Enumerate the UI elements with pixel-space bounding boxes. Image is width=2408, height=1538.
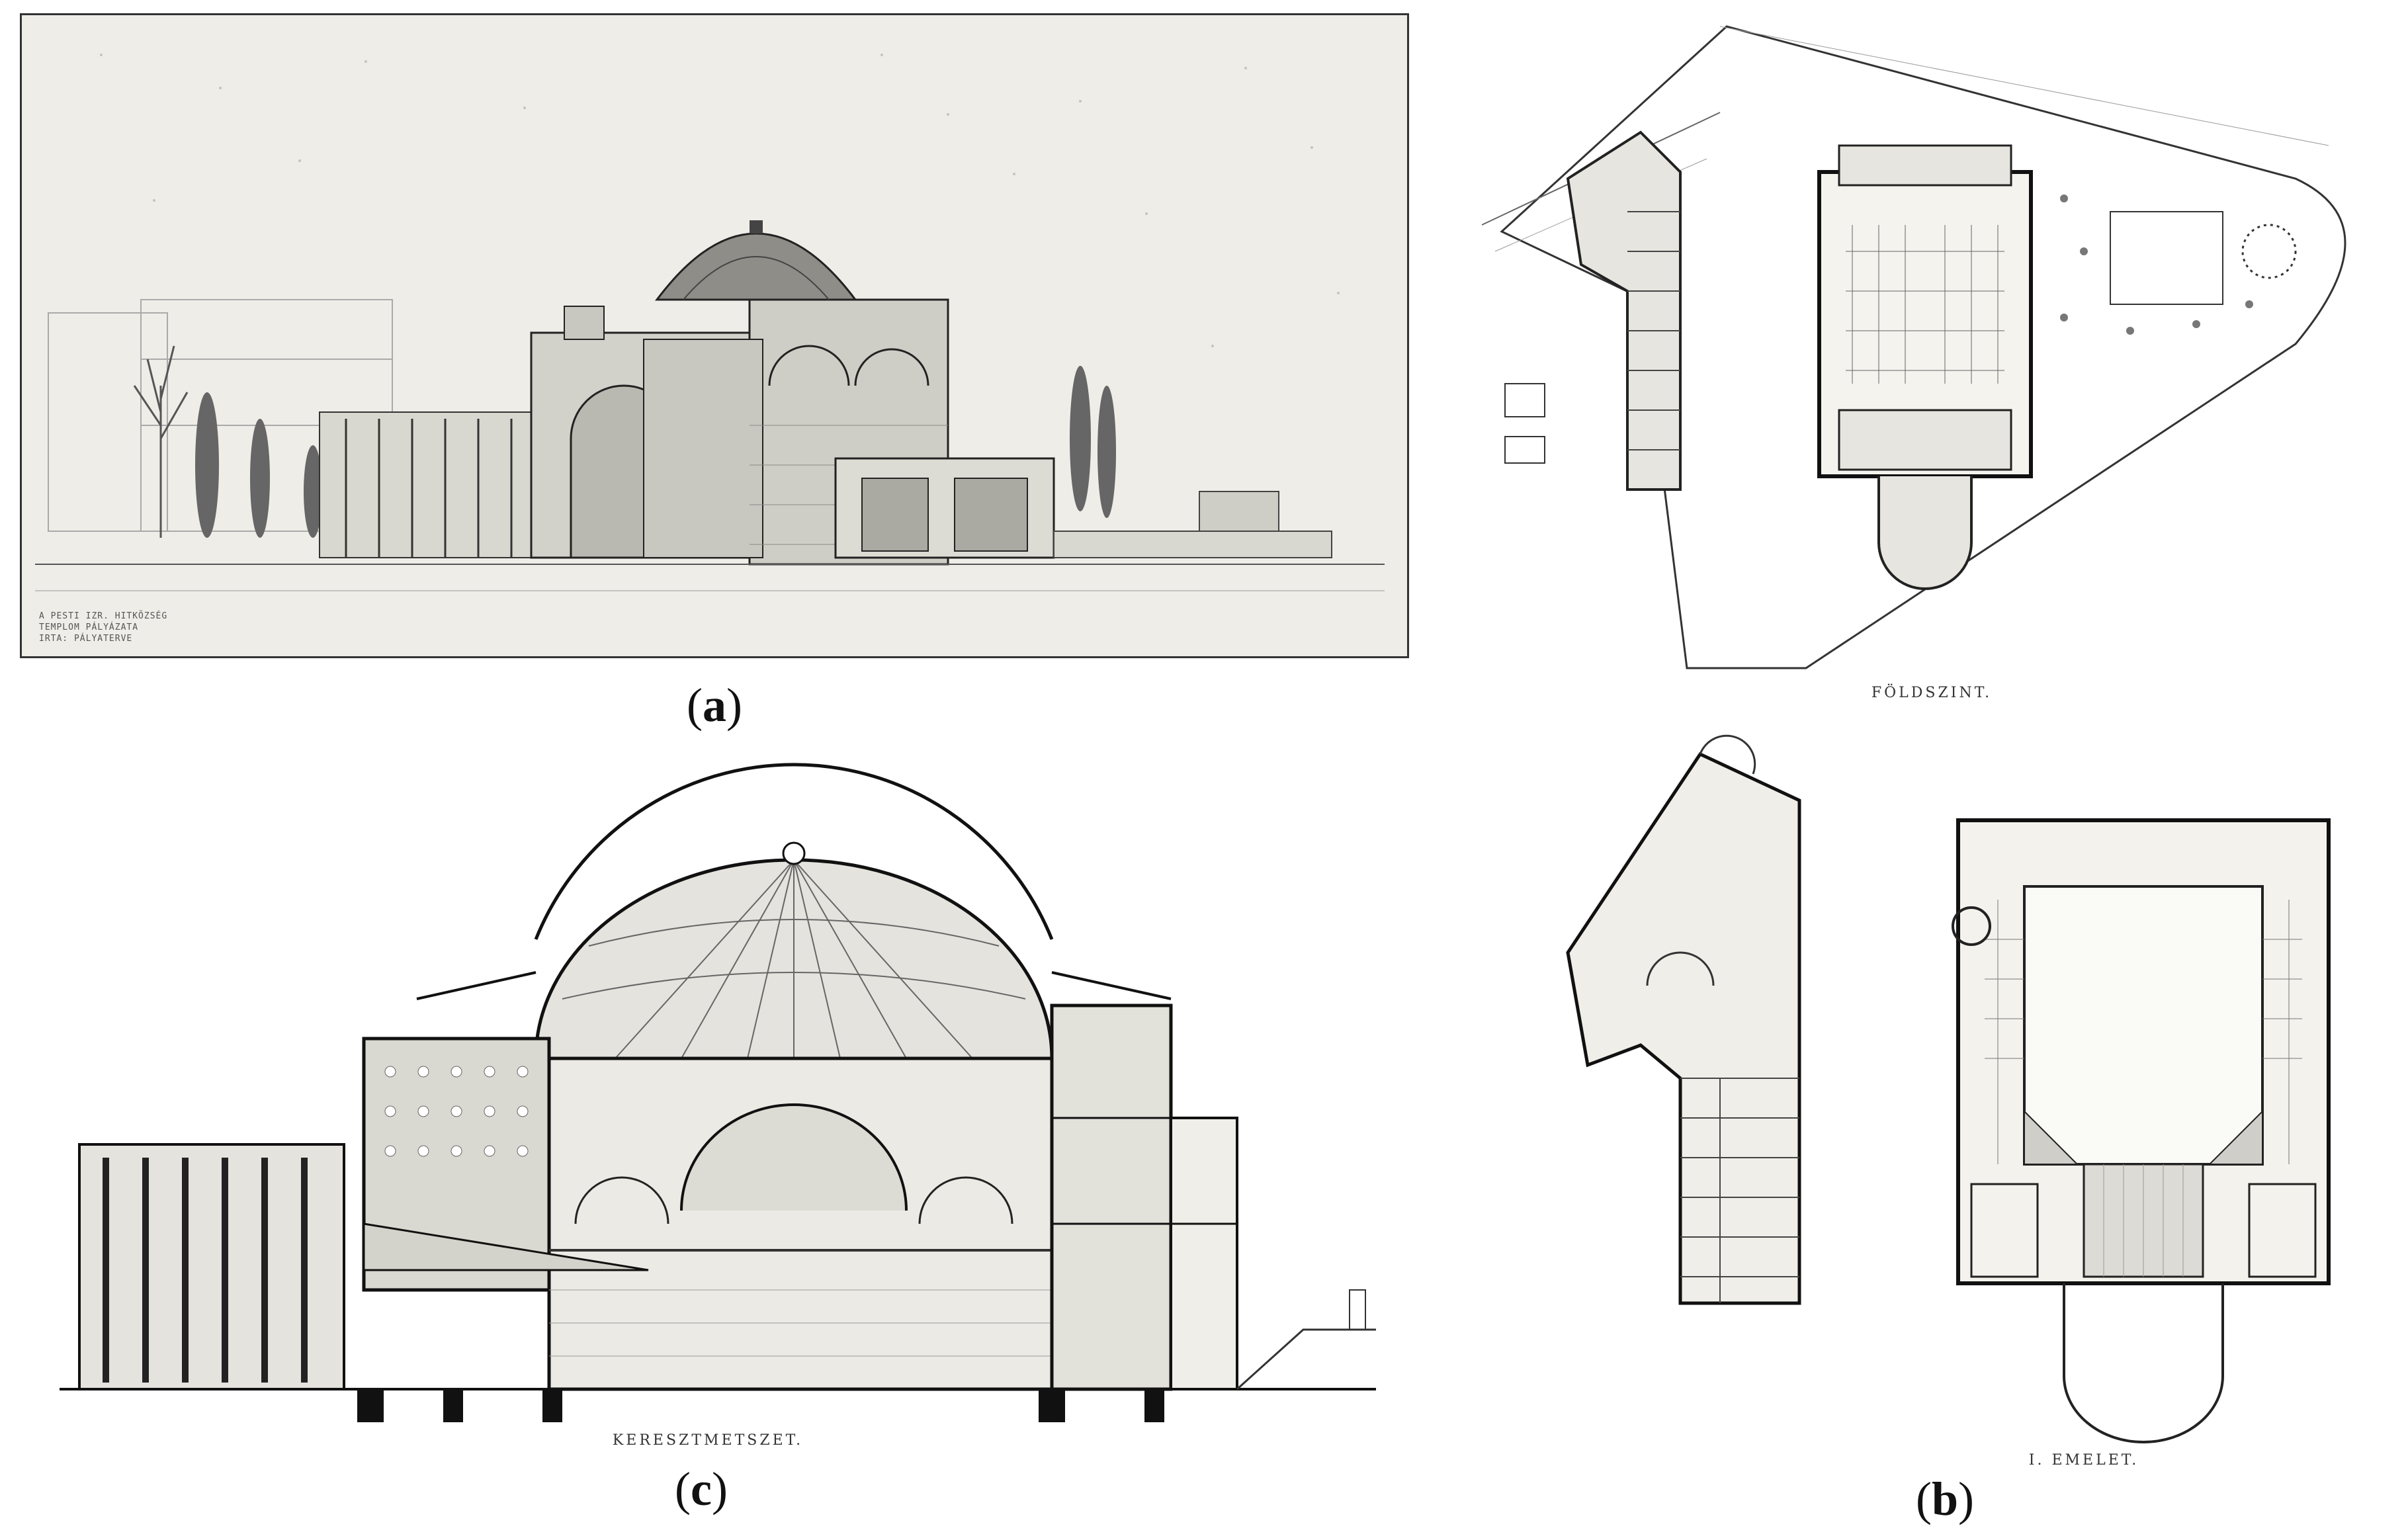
ground-floor-plan [1481,25,2346,669]
first-floor-main-plan [1952,818,2331,1443]
panel-b-floor-plans: FÖLDSZINT. [1469,13,2395,1528]
panel-b-close-paren: ) [1958,1473,1974,1525]
panel-b-open-paren: ( [1915,1473,1932,1525]
perspective-drawing [35,54,1385,591]
panel-c-open-paren: ( [675,1463,691,1516]
panel-b-letter: b [1931,1473,1959,1525]
drawing-stamp: A PESTI IZR. HITKÖZSÉG TEMPLOM PÁLYÁZATA… [39,611,167,644]
panel-b-label: (b) [1879,1472,2011,1527]
first-floor-wing-plan [1566,734,1801,1305]
ground-floor-caption: FÖLDSZINT. [1871,685,1993,701]
panel-a-close-paren: ) [726,679,742,732]
stamp-line-3: IRTA: PÁLYATERVE [39,634,133,644]
cross-section-drawing [60,763,1376,1422]
perspective-frame: A PESTI IZR. HITKÖZSÉG TEMPLOM PÁLYÁZATA… [20,13,1409,658]
panel-a-label: (a) [648,678,781,733]
panel-c-cross-section: KERESZTMETSZET. (c) [20,748,1429,1535]
panel-a-perspective: A PESTI IZR. HITKÖZSÉG TEMPLOM PÁLYÁZATA… [20,13,1409,732]
panel-c-letter: c [691,1463,712,1516]
stamp-line-1: A PESTI IZR. HITKÖZSÉG [39,611,168,621]
panel-c-label: (c) [635,1462,767,1517]
panel-a-open-paren: ( [687,679,703,732]
stamp-line-2: TEMPLOM PÁLYÁZATA [39,622,139,632]
panel-c-close-paren: ) [711,1463,728,1516]
cross-section-caption: KERESZTMETSZET. [612,1432,804,1449]
first-floor-caption: I. EMELET. [2028,1452,2139,1469]
panel-a-letter: a [703,679,726,732]
